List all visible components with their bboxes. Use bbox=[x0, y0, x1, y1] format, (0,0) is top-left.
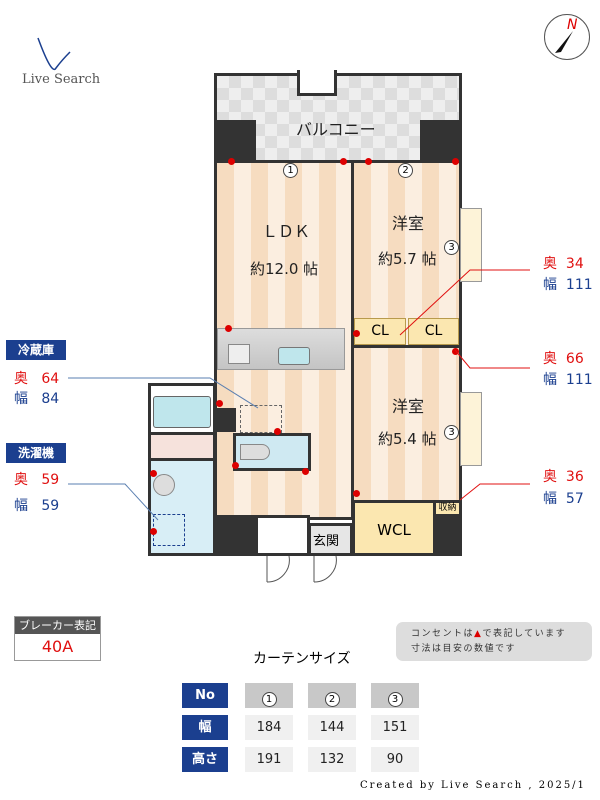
window-number: 3 bbox=[444, 425, 459, 440]
stove-icon bbox=[228, 344, 250, 364]
window-number: 3 bbox=[444, 240, 459, 255]
window-number: 1 bbox=[261, 692, 277, 707]
north-label: N bbox=[567, 17, 578, 33]
outlet-icon bbox=[452, 348, 459, 355]
closet-depth: 奥 66 bbox=[543, 351, 584, 367]
window-number: 2 bbox=[398, 163, 413, 178]
fridge-depth: 奥 64 bbox=[14, 371, 60, 387]
height-cell: 90 bbox=[371, 747, 419, 772]
entrance bbox=[308, 523, 353, 556]
outlet-icon bbox=[274, 428, 281, 435]
window-frame bbox=[460, 208, 482, 282]
storage: 収納 bbox=[433, 500, 462, 517]
outlet-icon bbox=[452, 158, 459, 165]
ldk-label: ＬＤＫ bbox=[262, 222, 311, 241]
width-cell: 184 bbox=[245, 715, 293, 740]
washer-width: 幅 59 bbox=[14, 498, 60, 514]
window-frame bbox=[460, 392, 482, 466]
outlet-icon bbox=[216, 400, 223, 407]
compass: N bbox=[544, 14, 590, 60]
pillar bbox=[420, 120, 462, 162]
balcony-notch bbox=[297, 70, 337, 96]
footer-credit: Created by Live Search , 2025/1 bbox=[360, 780, 586, 791]
wall-block bbox=[433, 515, 462, 556]
balcony-label: バルコニー bbox=[296, 120, 376, 139]
laundry-room bbox=[148, 458, 216, 556]
fridge-width: 幅 84 bbox=[14, 391, 60, 407]
outlet-icon bbox=[340, 158, 347, 165]
fridge-tag: 冷蔵庫 bbox=[6, 340, 66, 360]
kitchen-counter bbox=[217, 328, 345, 370]
washer-depth: 奥 59 bbox=[14, 472, 60, 488]
outlet-icon bbox=[353, 490, 360, 497]
wall-block bbox=[214, 515, 256, 556]
col-number: 2 bbox=[308, 683, 356, 708]
room2-label: 洋室 bbox=[392, 397, 425, 416]
row-header-no: No bbox=[182, 683, 228, 708]
row-header-height: 高さ bbox=[182, 747, 228, 772]
ldk-size: 約12.0 帖 bbox=[250, 260, 319, 278]
window-number: 2 bbox=[324, 692, 340, 707]
breaker-box: ブレーカー表記 40A bbox=[14, 616, 101, 661]
room2-size: 約5.4 帖 bbox=[378, 430, 437, 448]
width-cell: 151 bbox=[371, 715, 419, 740]
outlet-icon bbox=[228, 158, 235, 165]
note-text: で表記しています bbox=[482, 629, 567, 639]
bathtub-icon bbox=[153, 396, 211, 428]
window-number: 3 bbox=[387, 692, 403, 707]
closet-1: CL bbox=[354, 318, 406, 345]
closet-depth: 奥 34 bbox=[543, 256, 584, 272]
sink-icon bbox=[278, 347, 310, 365]
room1-label: 洋室 bbox=[392, 214, 425, 233]
col-number: 1 bbox=[245, 683, 293, 708]
height-cell: 191 bbox=[245, 747, 293, 772]
window-number: 1 bbox=[283, 163, 298, 178]
compass-arrow-icon bbox=[555, 31, 573, 53]
closet-width: 幅 111 bbox=[543, 372, 593, 388]
closet-depth: 奥 36 bbox=[543, 469, 584, 485]
wall-block bbox=[214, 408, 236, 432]
width-cell: 144 bbox=[308, 715, 356, 740]
breaker-value: 40A bbox=[41, 637, 74, 656]
logo-text: Live Search bbox=[22, 72, 101, 87]
outlet-icon bbox=[365, 158, 372, 165]
door-swing-icon bbox=[266, 556, 337, 583]
toilet-room bbox=[233, 433, 311, 471]
walk-in-closet: WCL bbox=[352, 500, 436, 556]
outlet-icon bbox=[302, 468, 309, 475]
row-header-width: 幅 bbox=[182, 715, 228, 740]
floor-plan: バルコニー ＬＤＫ 約12.0 帖 玄関 洋室 約5.7 帖 CL CL 洋室 … bbox=[68, 70, 530, 583]
outlet-icon bbox=[150, 470, 157, 477]
western-room-2 bbox=[351, 345, 462, 503]
note-text: コンセントは bbox=[411, 629, 475, 639]
outlet-icon bbox=[225, 325, 232, 332]
fridge-space bbox=[240, 405, 282, 433]
room1-size: 約5.7 帖 bbox=[378, 250, 437, 268]
logo-mark-icon bbox=[37, 37, 71, 71]
note-box: コンセントは▲で表記しています 寸法は目安の数値です bbox=[396, 622, 592, 661]
height-cell: 132 bbox=[308, 747, 356, 772]
outlet-legend-icon: ▲ bbox=[474, 629, 483, 639]
pillar bbox=[214, 120, 256, 162]
outlet-icon bbox=[150, 528, 157, 535]
closet-2: CL bbox=[408, 318, 459, 345]
breaker-label: ブレーカー表記 bbox=[15, 617, 100, 634]
closet-width: 幅 57 bbox=[543, 491, 584, 507]
washer-tag: 洗濯機 bbox=[6, 443, 66, 463]
curtain-title: カーテンサイズ bbox=[253, 651, 351, 667]
leader-lines bbox=[68, 269, 530, 521]
washbasin-icon bbox=[153, 474, 175, 496]
balcony bbox=[214, 73, 462, 163]
outlet-icon bbox=[353, 330, 360, 337]
entrance-label: 玄関 bbox=[313, 534, 340, 549]
toilet-icon bbox=[240, 444, 270, 460]
col-number: 3 bbox=[371, 683, 419, 708]
logo: Live Search bbox=[22, 36, 112, 91]
outlet-icon bbox=[232, 462, 239, 469]
note-text: 寸法は目安の数値です bbox=[411, 644, 517, 654]
closet-width: 幅 111 bbox=[543, 277, 593, 293]
